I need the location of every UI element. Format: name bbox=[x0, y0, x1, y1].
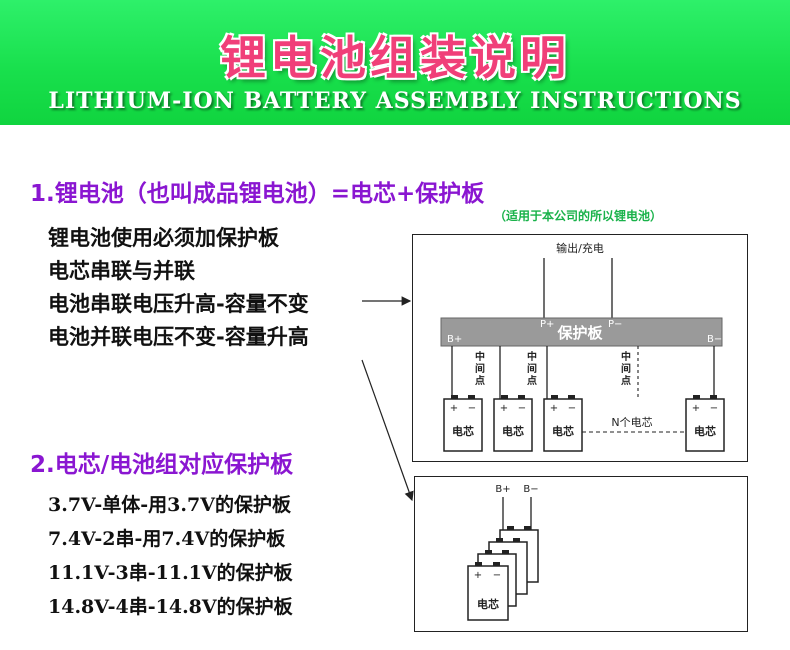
svg-text:+: + bbox=[500, 403, 508, 414]
svg-text:+: + bbox=[450, 403, 458, 414]
pointer-arrow bbox=[361, 359, 414, 502]
section1-line: 电芯串联与并联 bbox=[48, 259, 195, 283]
mid-point-label: 中 间 点 bbox=[475, 350, 485, 387]
protection-board bbox=[440, 317, 723, 347]
header-banner: 锂电池组装说明 LITHIUM-ION BATTERY ASSEMBLY INS… bbox=[0, 0, 790, 125]
section2-line: 3.7V-单体-用3.7V的保护板 bbox=[48, 494, 291, 516]
section1-line: 锂电池使用必须加保护板 bbox=[48, 226, 279, 250]
b-minus-label: B− bbox=[707, 334, 722, 345]
section1-title: 1.锂电池（也叫成品锂电池）=电芯+保护板 bbox=[30, 181, 485, 207]
svg-text:电芯: 电芯 bbox=[477, 597, 499, 611]
svg-text:电芯: 电芯 bbox=[502, 424, 524, 438]
section2-line: 7.4V-2串-用7.4V的保护板 bbox=[48, 528, 286, 550]
section2-title: 2.电芯/电池组对应保护板 bbox=[30, 452, 294, 478]
mid-point-label: 中 间 点 bbox=[527, 350, 537, 387]
svg-text:中: 中 bbox=[621, 350, 631, 363]
svg-text:点: 点 bbox=[621, 374, 631, 387]
section1-line: 电池串联电压升高-容量不变 bbox=[48, 292, 309, 316]
b-plus-label: B+ bbox=[447, 334, 462, 345]
svg-text:电芯: 电芯 bbox=[552, 424, 574, 438]
svg-text:−: − bbox=[710, 403, 718, 414]
pack-b-minus-label: B− bbox=[523, 484, 538, 495]
svg-text:+: + bbox=[550, 403, 558, 414]
board-label: 保护板 bbox=[556, 324, 603, 342]
svg-text:−: − bbox=[568, 403, 576, 414]
section1-list: 锂电池使用必须加保护板 电芯串联与并联 电池串联电压升高-容量不变 电池并联电压… bbox=[48, 222, 309, 354]
svg-text:+: + bbox=[474, 570, 482, 581]
section1-note: （适用于本公司的所以锂电池） bbox=[494, 209, 663, 223]
svg-text:−: − bbox=[518, 403, 526, 414]
svg-text:+: + bbox=[692, 403, 700, 414]
svg-text:间: 间 bbox=[475, 362, 485, 375]
section2-line: 11.1V-3串-11.1V的保护板 bbox=[48, 562, 293, 584]
svg-text:间: 间 bbox=[621, 362, 631, 375]
svg-text:电芯: 电芯 bbox=[694, 424, 716, 438]
section1-line: 电池并联电压不变-容量升高 bbox=[48, 325, 309, 349]
section2-list: 3.7V-单体-用3.7V的保护板 7.4V-2串-用7.4V的保护板 11.1… bbox=[48, 488, 293, 624]
svg-text:−: − bbox=[493, 570, 501, 581]
p-minus-label: P− bbox=[608, 319, 622, 330]
p-plus-label: P+ bbox=[540, 319, 554, 330]
mid-point-label: 中 间 点 bbox=[621, 350, 631, 387]
svg-text:点: 点 bbox=[475, 374, 485, 387]
pack-b-plus-label: B+ bbox=[495, 484, 510, 495]
svg-text:电芯: 电芯 bbox=[452, 424, 474, 438]
svg-text:间: 间 bbox=[527, 362, 537, 375]
stacked-cell-front: + − 电芯 bbox=[467, 562, 509, 621]
svg-text:点: 点 bbox=[527, 374, 537, 387]
n-cells-label: N个电芯 bbox=[611, 415, 652, 429]
battery-cell: + − 电芯 bbox=[443, 395, 483, 452]
battery-cell: + − 电芯 bbox=[543, 395, 583, 452]
svg-text:中: 中 bbox=[527, 350, 537, 363]
banner-subtitle: LITHIUM-ION BATTERY ASSEMBLY INSTRUCTION… bbox=[48, 88, 742, 114]
banner-title: 锂电池组装说明 bbox=[220, 31, 570, 85]
output-label: 输出/充电 bbox=[556, 241, 604, 255]
svg-text:中: 中 bbox=[475, 350, 485, 363]
battery-cell: + − 电芯 bbox=[493, 395, 533, 452]
section2-line: 14.8V-4串-14.8V的保护板 bbox=[48, 596, 293, 618]
svg-text:−: − bbox=[468, 403, 476, 414]
battery-cell: + − 电芯 bbox=[685, 395, 725, 452]
